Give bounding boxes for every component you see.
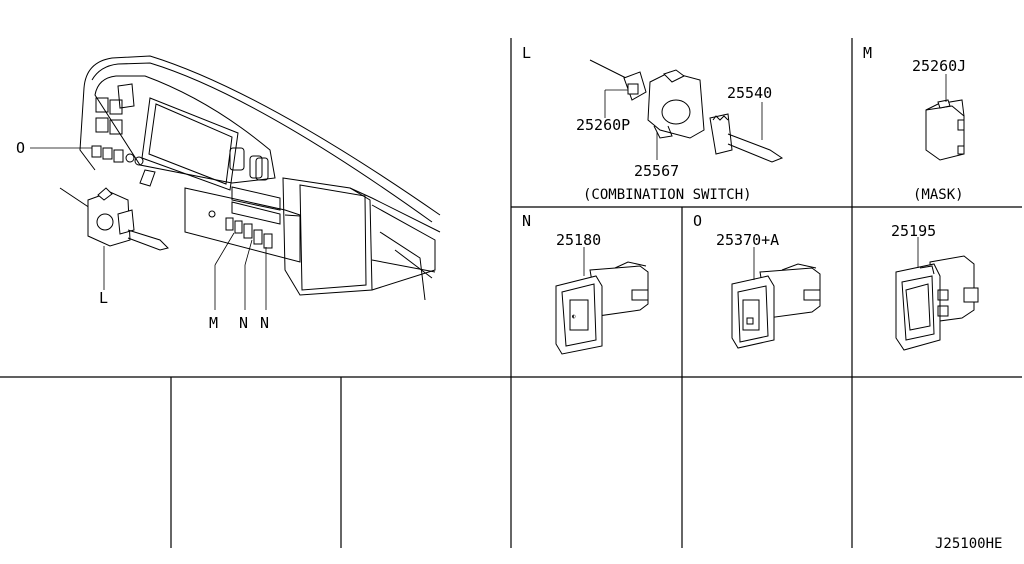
combination-switch-small-illustration — [59, 187, 169, 251]
panel-label-n: N — [522, 212, 531, 230]
diagram-code: J25100HE — [935, 536, 1002, 552]
part-number-25180: 25180 — [556, 231, 601, 249]
dashboard-illustration — [79, 55, 441, 301]
part-number-25370a: 25370+A — [716, 231, 779, 249]
part-number-25260p: 25260P — [576, 116, 630, 134]
switch-25195 — [895, 255, 979, 351]
panel-label-o: O — [693, 212, 702, 230]
callout-label-n-2: N — [260, 314, 269, 332]
callout-label-m: M — [209, 314, 218, 332]
caption-mask: (MASK) — [913, 187, 964, 203]
main-callouts — [30, 147, 267, 310]
callout-label-o: O — [16, 139, 25, 157]
panel-l-leaders — [604, 89, 763, 160]
callout-label-l: L — [99, 289, 108, 307]
combination-switch-exploded — [589, 59, 784, 163]
switch-25370a — [731, 263, 821, 349]
callout-label-n-1: N — [239, 314, 248, 332]
switch-25180: ◐ — [555, 261, 649, 355]
panel-label-l: L — [522, 44, 531, 62]
part-number-25195: 25195 — [891, 222, 936, 240]
grid-lines — [0, 38, 1022, 548]
part-number-25260j: 25260J — [912, 57, 966, 75]
caption-combination-switch: (COMBINATION SWITCH) — [583, 187, 752, 203]
switch-25180-symbol: ◐ — [572, 313, 576, 320]
panel-label-m: M — [863, 44, 872, 62]
part-number-25540: 25540 — [727, 84, 772, 102]
mask-part — [925, 99, 965, 161]
part-number-25567: 25567 — [634, 162, 679, 180]
